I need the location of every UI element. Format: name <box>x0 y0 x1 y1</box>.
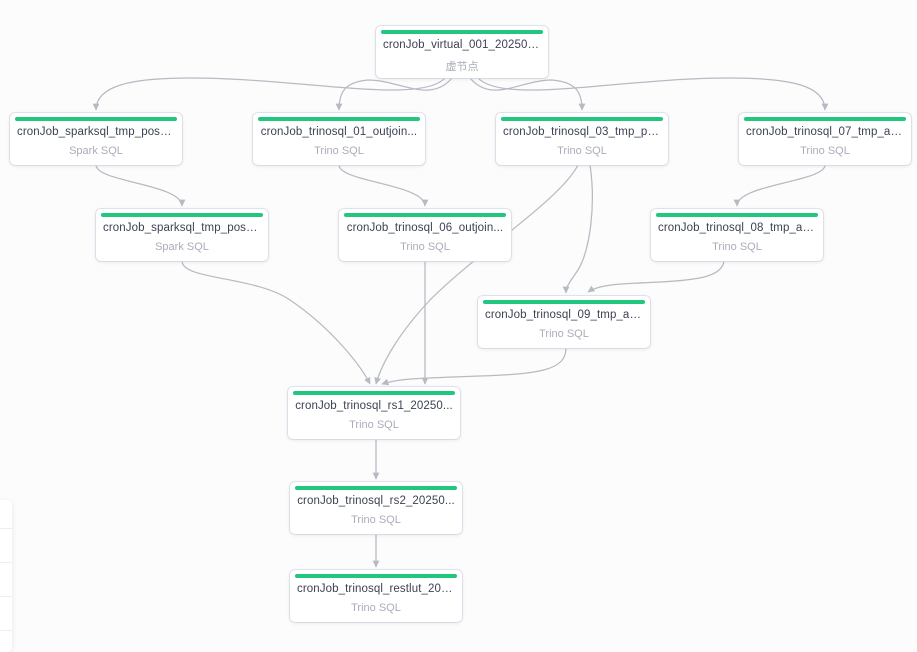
dag-node-tr09[interactable]: cronJob_trinosql_09_tmp_ac... Trino SQL <box>478 296 650 348</box>
edge-tr03-tr09 <box>562 164 593 294</box>
node-status-bar <box>344 213 506 217</box>
dag-node-tr08[interactable]: cronJob_trinosql_08_tmp_ac... Trino SQL <box>651 209 823 261</box>
node-title: cronJob_trinosql_08_tmp_ac... <box>658 222 819 234</box>
edge-pos1-pos2 <box>95 164 186 207</box>
node-title: cronJob_trinosql_rs2_20250... <box>297 495 455 507</box>
node-title: cronJob_trinosql_rs1_20250... <box>295 400 453 412</box>
node-status-bar <box>744 117 906 121</box>
node-subtitle: Trino SQL <box>351 514 401 526</box>
dag-node-rs1[interactable]: cronJob_trinosql_rs1_20250... Trino SQL <box>288 387 460 439</box>
node-subtitle: Spark SQL <box>69 145 123 157</box>
node-subtitle: Trino SQL <box>557 145 607 157</box>
edge-tr03-rs1 <box>374 164 579 385</box>
node-status-bar <box>15 117 177 121</box>
dag-node-root[interactable]: cronJob_virtual_001_202504... 虚节点 <box>376 26 548 78</box>
edge-tr09-rs1 <box>381 347 567 386</box>
dag-node-tr01[interactable]: cronJob_trinosql_01_outjoin... Trino SQL <box>253 113 425 165</box>
dag-node-tr03[interactable]: cronJob_trinosql_03_tmp_pri... Trino SQL <box>496 113 668 165</box>
side-panel-sliver[interactable] <box>0 500 12 652</box>
edge-tr07-tr08 <box>733 164 826 207</box>
dag-node-rs2[interactable]: cronJob_trinosql_rs2_20250... Trino SQL <box>290 482 462 534</box>
node-subtitle: Trino SQL <box>351 602 401 614</box>
edge-root-tr03 <box>469 77 586 111</box>
dag-node-pos2[interactable]: cronJob_sparksql_tmp_pos2... Spark SQL <box>96 209 268 261</box>
node-subtitle: Spark SQL <box>155 241 209 253</box>
edge-root-tr01 <box>335 77 453 111</box>
node-title: cronJob_sparksql_tmp_pos2... <box>103 222 263 234</box>
node-status-bar <box>293 391 455 395</box>
dag-node-pos1[interactable]: cronJob_sparksql_tmp_pos1... Spark SQL <box>10 113 182 165</box>
node-title: cronJob_trinosql_restlut_202... <box>297 583 458 595</box>
node-subtitle: Trino SQL <box>314 145 364 157</box>
node-status-bar <box>656 213 818 217</box>
edge-tr08-tr09 <box>587 260 725 293</box>
node-title: cronJob_trinosql_07_tmp_ac... <box>746 126 907 138</box>
dag-node-tr07[interactable]: cronJob_trinosql_07_tmp_ac... Trino SQL <box>739 113 911 165</box>
node-status-bar <box>483 300 645 304</box>
node-subtitle: Trino SQL <box>400 241 450 253</box>
node-status-bar <box>258 117 420 121</box>
edge-root-tr07 <box>477 77 829 111</box>
node-status-bar <box>295 574 457 578</box>
node-title: cronJob_virtual_001_202504... <box>383 39 544 51</box>
dag-node-result[interactable]: cronJob_trinosql_restlut_202... Trino SQL <box>290 570 462 622</box>
edge-pos2-rs1 <box>181 260 371 385</box>
node-title: cronJob_trinosql_06_outjoin... <box>346 222 504 234</box>
edge-root-pos1 <box>92 77 446 111</box>
node-title: cronJob_trinosql_01_outjoin... <box>260 126 418 138</box>
node-status-bar <box>295 486 457 490</box>
node-status-bar <box>501 117 663 121</box>
node-title: cronJob_trinosql_09_tmp_ac... <box>485 309 646 321</box>
node-subtitle: 虚节点 <box>445 61 479 73</box>
node-subtitle: Trino SQL <box>539 328 589 340</box>
node-subtitle: Trino SQL <box>349 419 399 431</box>
node-subtitle: Trino SQL <box>800 145 850 157</box>
node-status-bar <box>101 213 263 217</box>
node-subtitle: Trino SQL <box>712 241 762 253</box>
edge-tr01-tr06 <box>338 164 429 207</box>
node-status-bar <box>381 30 543 34</box>
node-title: cronJob_sparksql_tmp_pos1... <box>17 126 177 138</box>
dag-node-tr06[interactable]: cronJob_trinosql_06_outjoin... Trino SQL <box>339 209 511 261</box>
node-title: cronJob_trinosql_03_tmp_pri... <box>503 126 664 138</box>
